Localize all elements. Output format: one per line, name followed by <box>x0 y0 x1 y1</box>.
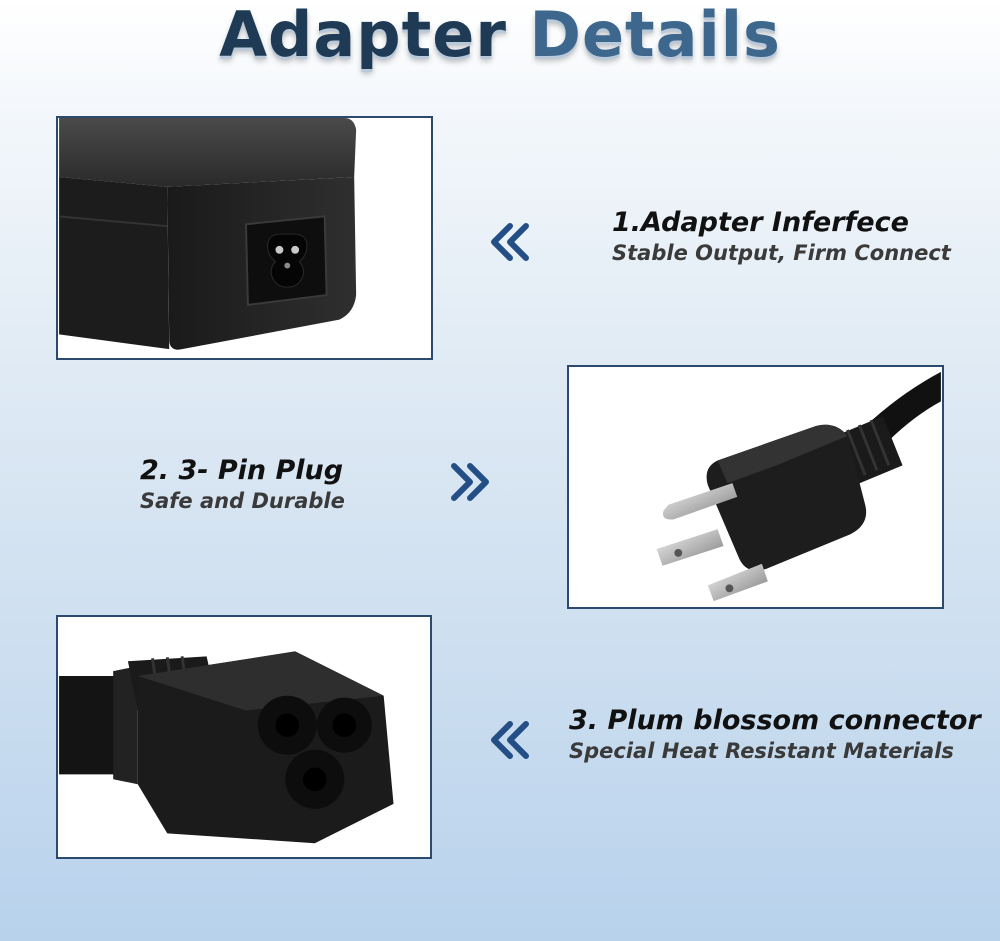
connector-illustration <box>59 651 394 844</box>
plug-illustration <box>656 371 941 602</box>
item-plum-blossom-connector-heading: 3. Plum blossom connector <box>569 705 981 736</box>
item-three-pin-plug-heading: 2. 3- Pin Plug <box>140 455 344 486</box>
plum-blossom-connector-image <box>56 615 432 859</box>
adapter-body-illustration <box>59 118 357 350</box>
item-adapter-interface-subtitle: Stable Output, Firm Connect <box>612 241 951 265</box>
item-adapter-interface-heading: 1.Adapter Inferfece <box>612 207 909 238</box>
item-three-pin-plug: 2. 3- Pin Plug Safe and Durable <box>140 455 345 515</box>
item-plum-blossom-connector: 3. Plum blossom connector Special Heat R… <box>569 705 981 765</box>
page-title: Adapter Details <box>0 0 1000 78</box>
item-adapter-interface: 1.Adapter Inferfece Stable Output, Firm … <box>612 207 951 267</box>
item-plum-blossom-connector-subtitle: Special Heat Resistant Materials <box>569 739 954 763</box>
title-word-details: Details <box>529 0 781 71</box>
three-pin-plug-image <box>567 365 944 609</box>
double-chevron-left-icon <box>486 718 534 762</box>
item-three-pin-plug-subtitle: Safe and Durable <box>140 489 345 513</box>
adapter-interface-image <box>56 116 433 360</box>
double-chevron-right-icon <box>446 460 494 504</box>
double-chevron-left-icon <box>486 220 534 264</box>
title-word-adapter: Adapter <box>219 0 507 71</box>
